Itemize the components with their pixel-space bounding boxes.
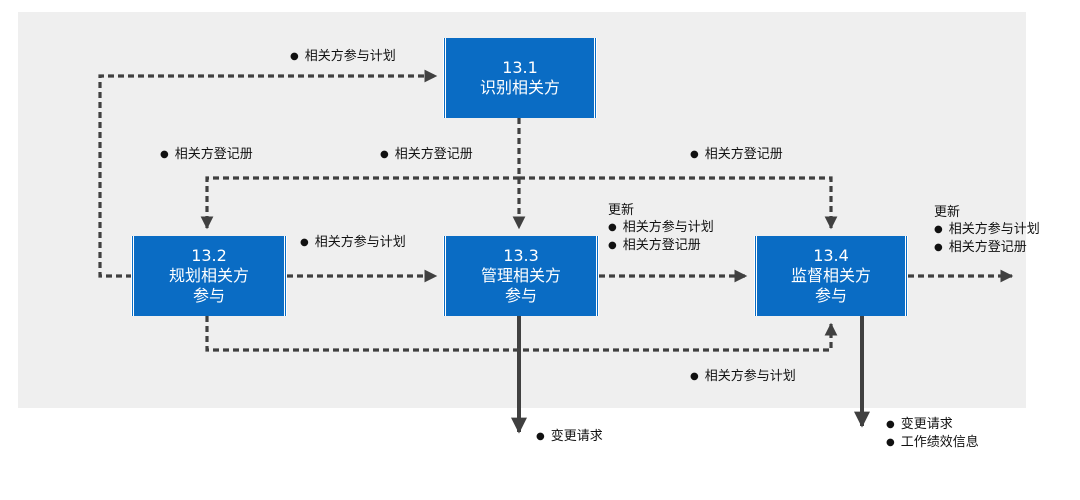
label-text: 相关方登记册 xyxy=(690,147,783,162)
label-text: 变更请求 xyxy=(536,429,603,444)
label-plan-top: 相关方参与计划 xyxy=(290,48,396,66)
process-title-line2: 参与 xyxy=(504,286,537,305)
process-13-1: 13.1 识别相关方 xyxy=(443,38,597,118)
label-text: 相关方登记册 xyxy=(380,147,473,162)
label-text: 相关方参与计划 xyxy=(690,369,796,384)
label-change-req-133: 变更请求 xyxy=(536,428,603,446)
process-title: 识别相关方 xyxy=(479,78,560,97)
label-register-right: 相关方登记册 xyxy=(690,146,783,164)
label-update-mid: 更新 相关方参与计划 相关方登记册 xyxy=(608,202,714,255)
label-outputs-134: 变更请求 工作绩效信息 xyxy=(886,416,979,452)
process-13-3: 13.3 管理相关方 参与 xyxy=(443,236,599,316)
process-title-line2: 参与 xyxy=(814,286,847,305)
process-title: 管理相关方 xyxy=(480,266,561,285)
process-13-4: 13.4 监督相关方 参与 xyxy=(754,236,908,316)
update-title: 更新 xyxy=(934,205,961,220)
process-13-2: 13.2 规划相关方 参与 xyxy=(131,236,287,316)
process-title: 规划相关方 xyxy=(168,266,249,285)
output-item: 变更请求 xyxy=(886,416,979,434)
update-item: 相关方登记册 xyxy=(608,237,714,255)
process-number: 13.2 xyxy=(191,246,227,265)
label-register-mid: 相关方登记册 xyxy=(380,146,473,164)
label-update-right: 更新 相关方参与计划 相关方登记册 xyxy=(934,204,1040,257)
edge-register-to-134 xyxy=(519,176,838,230)
label-text: 相关方参与计划 xyxy=(290,49,396,64)
process-number: 13.4 xyxy=(813,246,849,265)
update-item: 相关方参与计划 xyxy=(608,219,714,237)
label-plan-bottom: 相关方参与计划 xyxy=(690,368,796,386)
process-number: 13.3 xyxy=(503,246,539,265)
label-text: 相关方登记册 xyxy=(160,147,253,162)
output-item: 工作绩效信息 xyxy=(886,434,979,452)
edge-132-to-131 xyxy=(98,69,438,278)
label-text: 相关方参与计划 xyxy=(300,235,406,250)
process-number: 13.1 xyxy=(502,58,538,77)
update-item: 相关方登记册 xyxy=(934,239,1040,257)
process-title-line2: 参与 xyxy=(192,286,225,305)
label-register-left: 相关方登记册 xyxy=(160,146,253,164)
process-title: 监督相关方 xyxy=(790,266,871,285)
update-item: 相关方参与计划 xyxy=(934,221,1040,239)
label-plan-mid: 相关方参与计划 xyxy=(300,234,406,252)
edge-register-to-132 xyxy=(200,176,519,230)
update-title: 更新 xyxy=(608,203,635,218)
